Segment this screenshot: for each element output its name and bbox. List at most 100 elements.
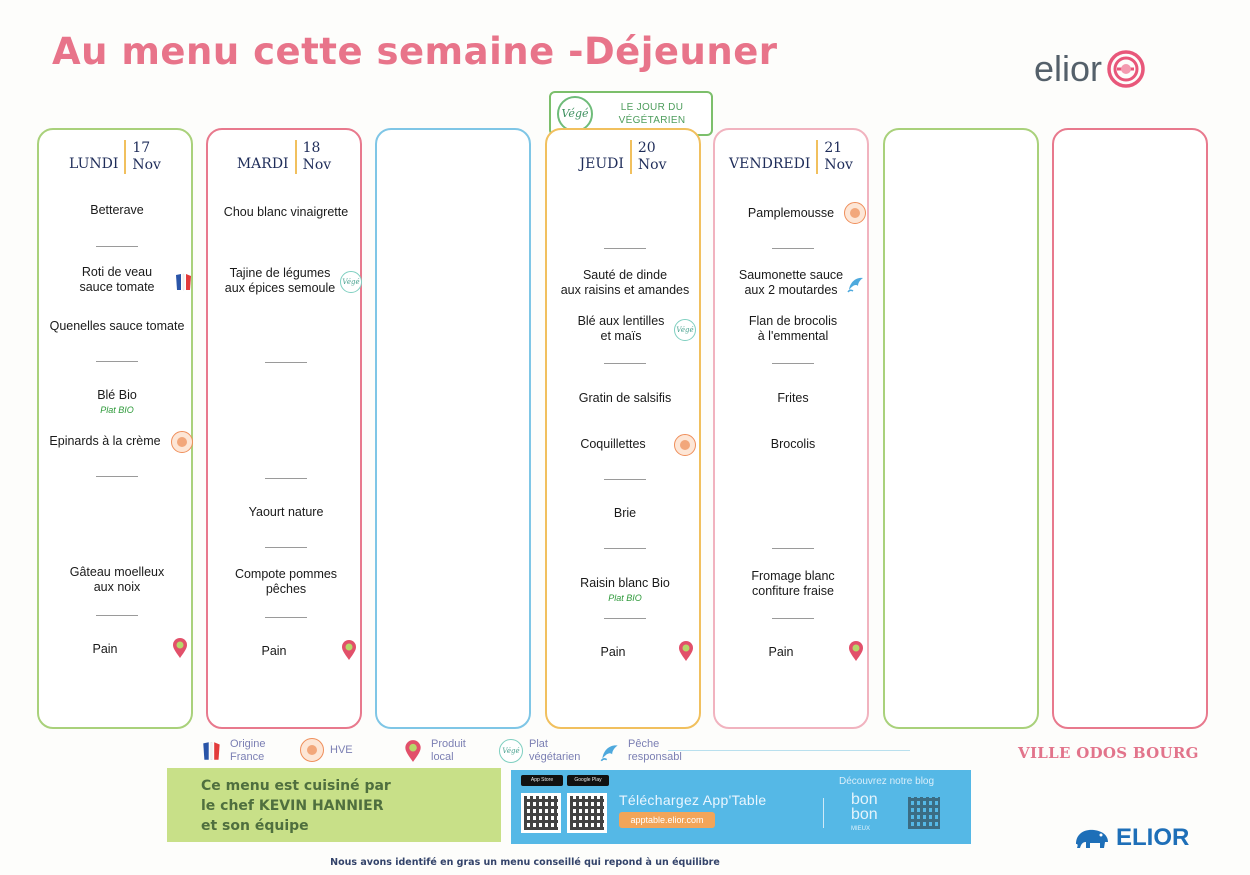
bio-label: Plat BIO bbox=[608, 593, 642, 603]
hve-icon bbox=[674, 434, 696, 456]
separator bbox=[604, 363, 646, 364]
legend-line2: local bbox=[431, 751, 454, 763]
day-date: 20 Nov bbox=[629, 140, 667, 174]
menu-item-label: Roti de veau bbox=[81, 265, 153, 279]
menu-item-label: Gratin de salsifis bbox=[578, 391, 672, 405]
bonbon-logo-line2: bon bbox=[851, 806, 878, 823]
separator bbox=[772, 248, 814, 249]
menu-item-label: Epinards à la crème bbox=[49, 434, 161, 448]
hve-icon bbox=[300, 738, 324, 762]
menu-item-label: Chou blanc vinaigrette bbox=[223, 205, 349, 219]
chef-box: Ce menu est cuisiné par le chef KEVIN HA… bbox=[167, 768, 501, 842]
menu-item-label: aux noix bbox=[93, 580, 141, 594]
separator bbox=[265, 617, 307, 618]
qr-code-icon bbox=[567, 793, 607, 833]
menu-item-label: Flan de brocolis bbox=[748, 314, 838, 328]
menu-item-label: Pain bbox=[600, 645, 626, 659]
day-month: Nov bbox=[637, 157, 667, 173]
menu-item-label: Blé Bio bbox=[97, 388, 137, 402]
legend-line1: Plat bbox=[529, 738, 548, 750]
qr-code-icon bbox=[905, 794, 943, 832]
france-flag-icon bbox=[203, 742, 220, 760]
day-header: MARDI 18 Nov bbox=[208, 140, 360, 174]
menu-item: Gratin de salsifis bbox=[547, 391, 703, 406]
divider bbox=[823, 798, 824, 828]
menu-item-label: Compote pommes bbox=[234, 567, 338, 581]
separator bbox=[604, 548, 646, 549]
local-pin-icon bbox=[679, 641, 693, 661]
separator bbox=[604, 479, 646, 480]
local-pin-icon bbox=[342, 640, 356, 660]
local-pin-icon bbox=[405, 740, 421, 762]
separator bbox=[265, 478, 307, 479]
menu-item: Betterave bbox=[39, 203, 195, 218]
vegetarian-day-line1: LE JOUR DU bbox=[620, 101, 684, 113]
menu-item-label: Coquillettes bbox=[580, 437, 646, 451]
separator bbox=[265, 547, 307, 548]
menu-item: Pain bbox=[535, 645, 691, 660]
legend-divider bbox=[668, 750, 910, 751]
bonbon-logo-line3: MIEUX bbox=[851, 826, 871, 832]
bonbon-logo-line1: bon bbox=[851, 791, 878, 808]
day-date: 21 Nov bbox=[816, 140, 853, 174]
vege-icon: Végé bbox=[340, 271, 362, 293]
menu-item-label: Brocolis bbox=[770, 437, 816, 451]
footnote: Nous avons identifé en gras un menu cons… bbox=[330, 857, 720, 868]
menu-item: Chou blanc vinaigrette bbox=[208, 205, 364, 220]
menu-item-label: Yaourt nature bbox=[248, 505, 324, 519]
app-title: Téléchargez App'Table bbox=[619, 792, 767, 808]
local-pin-icon bbox=[849, 641, 863, 661]
vegetarian-day-text: LE JOUR DU VÉGÉTARIEN bbox=[593, 101, 711, 127]
menu-item: Pain bbox=[196, 644, 352, 659]
day-header: VENDREDI 21 Nov bbox=[715, 140, 867, 174]
hve-icon bbox=[171, 431, 193, 453]
day-column-empty bbox=[375, 128, 531, 729]
menu-item-label: confiture fraise bbox=[752, 584, 834, 598]
elior-swirl-icon bbox=[1107, 50, 1145, 88]
separator bbox=[772, 548, 814, 549]
menu-item: Frites bbox=[715, 391, 871, 406]
menu-item-label: Saumonette sauce bbox=[738, 268, 844, 282]
day-column-empty bbox=[1052, 128, 1208, 729]
vege-badge-icon: Végé bbox=[557, 95, 593, 132]
app-url-link[interactable]: apptable.elior.com bbox=[619, 812, 715, 828]
day-number: 18 bbox=[302, 140, 321, 156]
separator bbox=[604, 248, 646, 249]
menu-item-label: Betterave bbox=[90, 203, 144, 217]
elior-footer-logo: ELIOR bbox=[1072, 824, 1189, 852]
menu-item: Coquillettes bbox=[535, 437, 691, 452]
menu-item: Epinards à la crème bbox=[27, 434, 183, 449]
menu-item-label: Quenelles sauce tomate bbox=[49, 319, 185, 333]
menu-item: Pain bbox=[27, 642, 183, 657]
elior-logo: elior bbox=[1034, 48, 1146, 90]
menu-item-label: aux raisins et amandes bbox=[560, 283, 690, 297]
menu-item-label: sauce tomate bbox=[79, 280, 155, 294]
day-name: VENDREDI bbox=[729, 156, 811, 172]
day-name: LUNDI bbox=[69, 156, 119, 172]
app-store-badge[interactable]: App Store bbox=[521, 775, 563, 786]
qr-code-icon bbox=[521, 793, 561, 833]
elephant-icon bbox=[1076, 829, 1108, 848]
day-month: Nov bbox=[132, 157, 161, 173]
menu-item-label: Tajine de légumes bbox=[229, 266, 331, 280]
google-play-badge[interactable]: Google Play bbox=[567, 775, 609, 786]
menu-item-label: aux 2 moutardes bbox=[744, 283, 838, 297]
legend-line1: Pêche bbox=[628, 738, 660, 750]
menu-item: Brie bbox=[547, 506, 703, 521]
menu-item-label: Fromage blanc bbox=[751, 569, 835, 583]
legend-line1: Origine bbox=[230, 738, 266, 750]
day-date: 18 Nov bbox=[294, 140, 331, 174]
